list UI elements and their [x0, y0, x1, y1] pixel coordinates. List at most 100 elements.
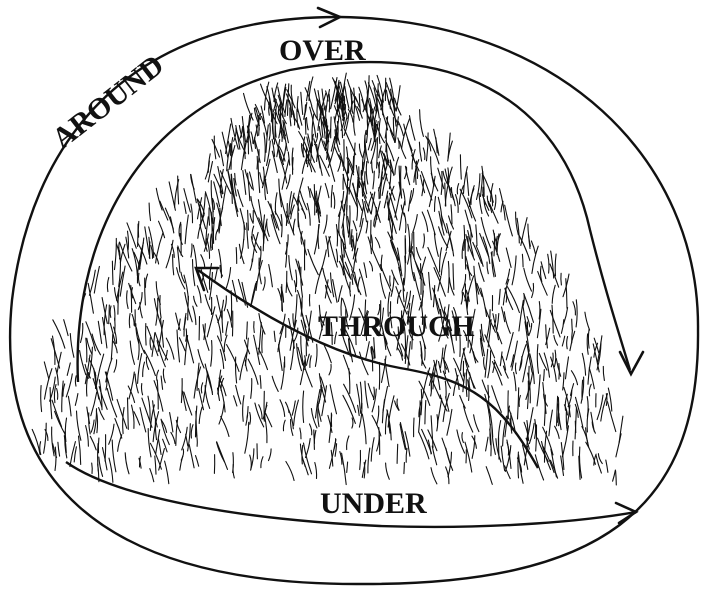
- hay-stroke: [431, 416, 433, 448]
- hay-stroke: [217, 295, 222, 319]
- hay-stroke: [434, 233, 438, 256]
- hay-stroke: [448, 184, 455, 206]
- hay-stroke: [488, 351, 491, 378]
- hay-stroke: [305, 118, 306, 134]
- hay-stroke: [98, 321, 101, 343]
- hay-stroke: [217, 442, 228, 470]
- hay-stroke: [191, 425, 193, 438]
- hay-stroke: [368, 384, 374, 399]
- hay-stroke: [253, 233, 259, 262]
- hay-stroke: [298, 291, 302, 308]
- hay-stroke: [377, 125, 385, 143]
- hay-stroke: [377, 435, 380, 451]
- hay-stroke: [302, 361, 312, 387]
- hay-stroke: [333, 193, 334, 209]
- hay-stroke: [238, 190, 243, 207]
- hay-stroke: [245, 422, 249, 453]
- hay-stroke: [512, 341, 518, 370]
- hay-stroke: [522, 254, 523, 267]
- hay-stroke: [571, 371, 577, 385]
- hay-stroke: [619, 416, 623, 443]
- hay-stroke: [377, 406, 379, 425]
- hay-stroke: [530, 354, 535, 384]
- hay-stroke: [315, 463, 317, 479]
- hay-stroke: [300, 191, 307, 210]
- hay-stroke: [542, 442, 551, 470]
- hay-stroke: [160, 296, 161, 319]
- hay-stroke: [298, 213, 299, 227]
- hay-stroke: [532, 283, 534, 297]
- hay-stroke: [275, 193, 277, 214]
- hay-stroke: [372, 347, 373, 372]
- hay-stroke: [336, 249, 337, 262]
- hay-stroke: [171, 432, 175, 443]
- hay-stroke: [588, 329, 589, 348]
- hay-stroke: [107, 278, 108, 292]
- hay-stroke: [404, 256, 405, 285]
- hay-stroke: [519, 300, 523, 331]
- hay-stroke: [216, 230, 218, 240]
- hay-stroke: [310, 424, 312, 435]
- hay-stroke: [254, 211, 264, 235]
- hay-stroke: [91, 392, 97, 416]
- hay-stroke: [287, 283, 292, 296]
- hay-stroke: [112, 440, 116, 472]
- hay-stroke: [484, 358, 485, 370]
- hay-stroke: [505, 205, 513, 236]
- hay-stroke: [86, 426, 89, 447]
- hay-stroke: [357, 202, 358, 221]
- hay-stroke: [519, 396, 520, 407]
- hay-stroke: [366, 221, 368, 233]
- hay-stroke: [512, 256, 516, 285]
- hay-stroke: [280, 400, 285, 417]
- hay-stroke: [272, 376, 278, 391]
- hay-stroke: [481, 218, 491, 248]
- hay-stroke: [343, 395, 356, 423]
- hay-stroke: [451, 205, 452, 224]
- hay-stroke: [156, 232, 164, 263]
- hay-stroke: [144, 350, 155, 375]
- hay-stroke: [227, 345, 239, 372]
- hay-stroke: [41, 386, 42, 412]
- hay-stroke: [252, 226, 254, 239]
- label-around: AROUND: [46, 48, 170, 155]
- hay-stroke: [132, 249, 137, 276]
- hay-stroke: [422, 212, 428, 232]
- hay-stroke: [529, 236, 530, 249]
- hay-stroke: [375, 238, 380, 248]
- hay-stroke: [161, 376, 163, 389]
- hay-stroke: [301, 92, 303, 114]
- hay-stroke: [166, 338, 174, 359]
- hay-stroke: [453, 264, 454, 290]
- hay-stroke: [555, 426, 560, 438]
- hay-stroke: [278, 289, 281, 301]
- hay-stroke: [352, 274, 353, 284]
- hay-stroke: [504, 312, 510, 334]
- hay-stroke: [193, 260, 195, 286]
- hay-stroke: [552, 305, 553, 333]
- hay-stroke: [269, 265, 273, 287]
- hay-stroke: [118, 435, 122, 452]
- hay-stroke: [181, 379, 182, 403]
- hay-stroke: [157, 380, 158, 409]
- hay-stroke: [431, 468, 437, 484]
- hay-stroke: [233, 453, 234, 473]
- hay-stroke: [347, 147, 348, 175]
- hay-stroke: [539, 302, 540, 319]
- hay-stroke: [92, 463, 93, 473]
- hay-stroke: [408, 241, 410, 264]
- hay-stroke: [365, 81, 368, 100]
- hay-stroke: [548, 254, 549, 273]
- hay-stroke: [537, 309, 541, 337]
- hay-stroke: [263, 277, 265, 290]
- hay-stroke: [331, 185, 332, 207]
- hay-stroke: [248, 173, 250, 201]
- hay-stroke: [404, 124, 412, 150]
- hay-stroke: [294, 281, 295, 292]
- hay-stroke: [377, 138, 378, 169]
- hay-stroke: [219, 383, 225, 412]
- hay-stroke: [81, 323, 83, 342]
- hay-stroke: [201, 255, 205, 268]
- hay-stroke: [575, 421, 576, 432]
